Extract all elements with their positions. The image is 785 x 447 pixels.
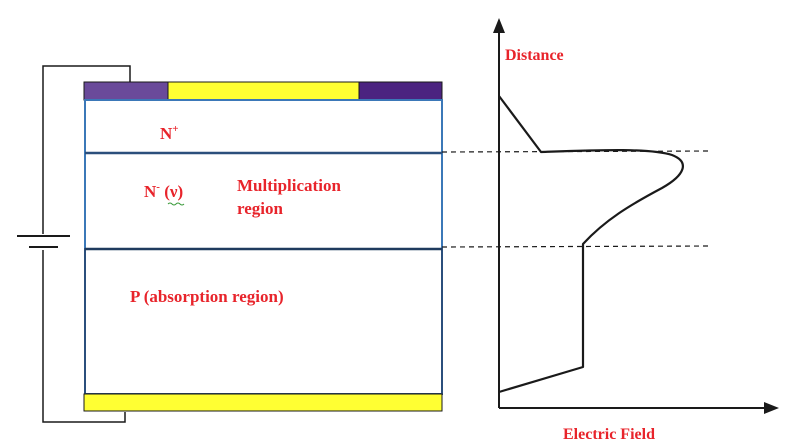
n-plus-region	[84, 99, 443, 154]
p-region	[84, 248, 443, 395]
multiplication-label-line2: region	[237, 199, 284, 218]
bottom-contact	[83, 393, 443, 412]
top-contact-center	[167, 81, 360, 101]
x-axis-label: Electric Field	[563, 426, 655, 443]
multiplication-label-line1: Multiplication	[237, 176, 341, 195]
x-axis-arrowhead	[764, 402, 779, 414]
n-minus-label: N- (ν)	[144, 181, 183, 201]
top-contact-right	[358, 81, 443, 101]
top-contact-left	[83, 81, 169, 101]
circuit-wire-bottom	[42, 250, 126, 423]
n-plus-label: N+	[160, 123, 179, 143]
dashed-boundary-bottom	[441, 245, 713, 248]
y-axis-arrowhead	[493, 18, 505, 33]
battery-icon	[17, 235, 70, 248]
circuit-wire	[42, 65, 131, 234]
y-axis-label: Distance	[505, 47, 564, 64]
n-minus-region	[84, 152, 443, 250]
p-region-label: P (absorption region)	[130, 287, 284, 306]
electric-field-profile	[498, 95, 684, 394]
spell-squiggle	[167, 202, 185, 206]
